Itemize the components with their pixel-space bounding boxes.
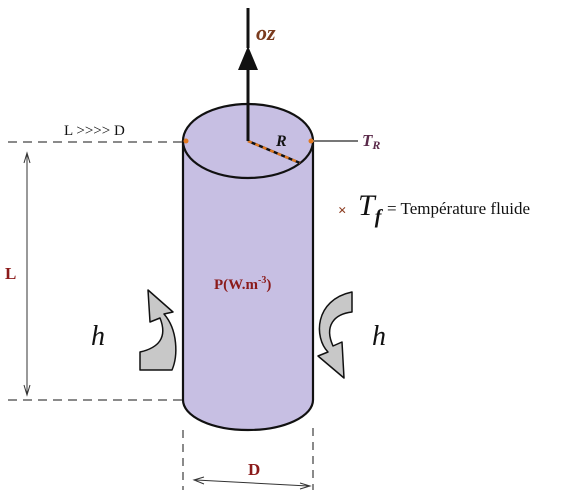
arrow-up-icon	[238, 46, 258, 70]
power-label-main: P(W.m	[214, 277, 259, 293]
h-right-label: h	[372, 321, 386, 352]
power-label-exp: -3	[258, 275, 266, 286]
curved-arrow-right-icon	[317, 291, 353, 379]
curved-arrow-left-icon	[139, 289, 177, 371]
cylinder-body	[181, 139, 315, 432]
ratio-label: L >>>> D	[64, 123, 125, 139]
tr-label: TR	[362, 131, 380, 152]
tr-label-main: T	[362, 131, 373, 150]
surface-dot-left	[183, 138, 189, 144]
diameter-label: D	[248, 460, 260, 479]
length-arrow-bottom-icon	[23, 384, 31, 397]
diameter-dimension-line	[195, 479, 309, 487]
surface-dot-right	[308, 138, 314, 144]
tf-label: Tf	[358, 189, 384, 228]
tf-description: = Température fluide	[387, 199, 530, 218]
tf-label-main: T	[358, 189, 377, 222]
power-label: P(W.m-3)	[214, 275, 271, 293]
power-label-close: )	[266, 277, 271, 293]
diameter-arrow-right-icon	[299, 482, 312, 490]
tf-marker-icon: ×	[338, 203, 347, 219]
cylinder	[181, 102, 315, 432]
length-arrow-top-icon	[23, 151, 31, 164]
length-label: L	[5, 264, 16, 283]
h-left-label: h	[91, 321, 105, 352]
diameter-arrow-left-icon	[192, 476, 205, 485]
radius-label: R	[275, 133, 287, 150]
radius-line-dashes	[247, 139, 301, 165]
tr-label-sub: R	[371, 138, 380, 152]
axis-label: oz	[256, 20, 276, 45]
tf-label-sub: f	[375, 206, 384, 228]
